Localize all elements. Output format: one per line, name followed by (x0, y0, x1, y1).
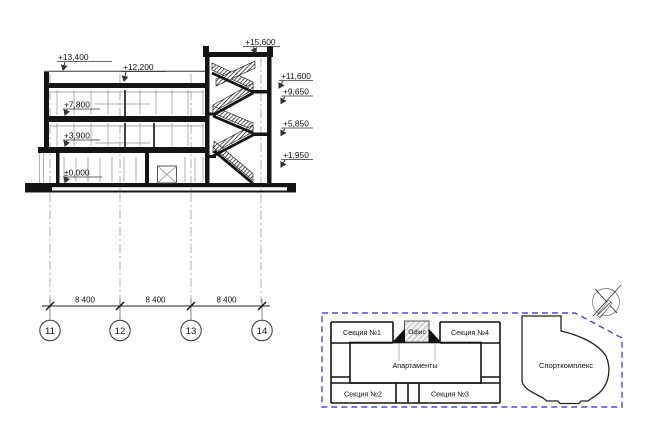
elevation-label-0000: ±0,000 (64, 168, 90, 178)
building-section: +15,600 +13,400 +12,200 +7,800 +3,900 ±0… (25, 37, 313, 342)
grid-axes (49, 58, 262, 303)
grid-bubble-14: 14 (257, 326, 268, 337)
elevation-label-15600: +15,600 (245, 37, 276, 47)
entrance-door (157, 165, 177, 184)
sport-complex-outline (521, 315, 610, 405)
dimension-line: 8 400 8 400 8 400 11 12 13 14 (39, 296, 273, 342)
north-arrow-icon (592, 284, 622, 319)
label-office: Офис (408, 329, 426, 336)
elevation-label-11600: +11,600 (281, 71, 311, 81)
section-cut-markers (392, 328, 442, 343)
label-sport-complex: Спорткомплекс (539, 361, 593, 370)
grid-bubbles: 11 12 13 14 (39, 319, 273, 342)
elevation-label-9650: +9,650 (283, 87, 309, 97)
section-leader-lines (398, 343, 436, 361)
elevation-label-13400: +13,400 (58, 52, 89, 62)
site-plan: Секция №1 Офис Секция №4 Апартаменты Сек… (321, 284, 623, 408)
dimension-label-2: 8 400 (145, 296, 166, 305)
grid-bubble-12: 12 (115, 326, 126, 337)
label-section1: Секция №1 (343, 328, 381, 337)
label-apartments: Апартаменты (392, 361, 437, 370)
columns (124, 90, 155, 147)
elevation-label-12200: +12,200 (123, 62, 154, 72)
elevation-label-7800: +7,800 (64, 100, 90, 110)
dimension-label-1: 8 400 (75, 296, 96, 305)
staircase (211, 60, 256, 185)
label-section3: Секция №3 (431, 390, 469, 399)
site-boundary (321, 312, 623, 408)
label-section2: Секция №2 (344, 390, 382, 399)
elevation-label-5850: +5,850 (283, 119, 309, 129)
structure (25, 46, 296, 193)
elevation-marks: +15,600 +13,400 +12,200 +7,800 +3,900 ±0… (57, 37, 313, 184)
elevation-label-1950: +1,950 (283, 150, 309, 160)
label-section4: Секция №4 (451, 328, 489, 337)
grid-bubble-11: 11 (45, 326, 55, 337)
grid-bubble-13: 13 (186, 326, 197, 337)
elevation-label-3900: +3,900 (64, 131, 90, 141)
dimension-label-3: 8 400 (216, 296, 237, 305)
